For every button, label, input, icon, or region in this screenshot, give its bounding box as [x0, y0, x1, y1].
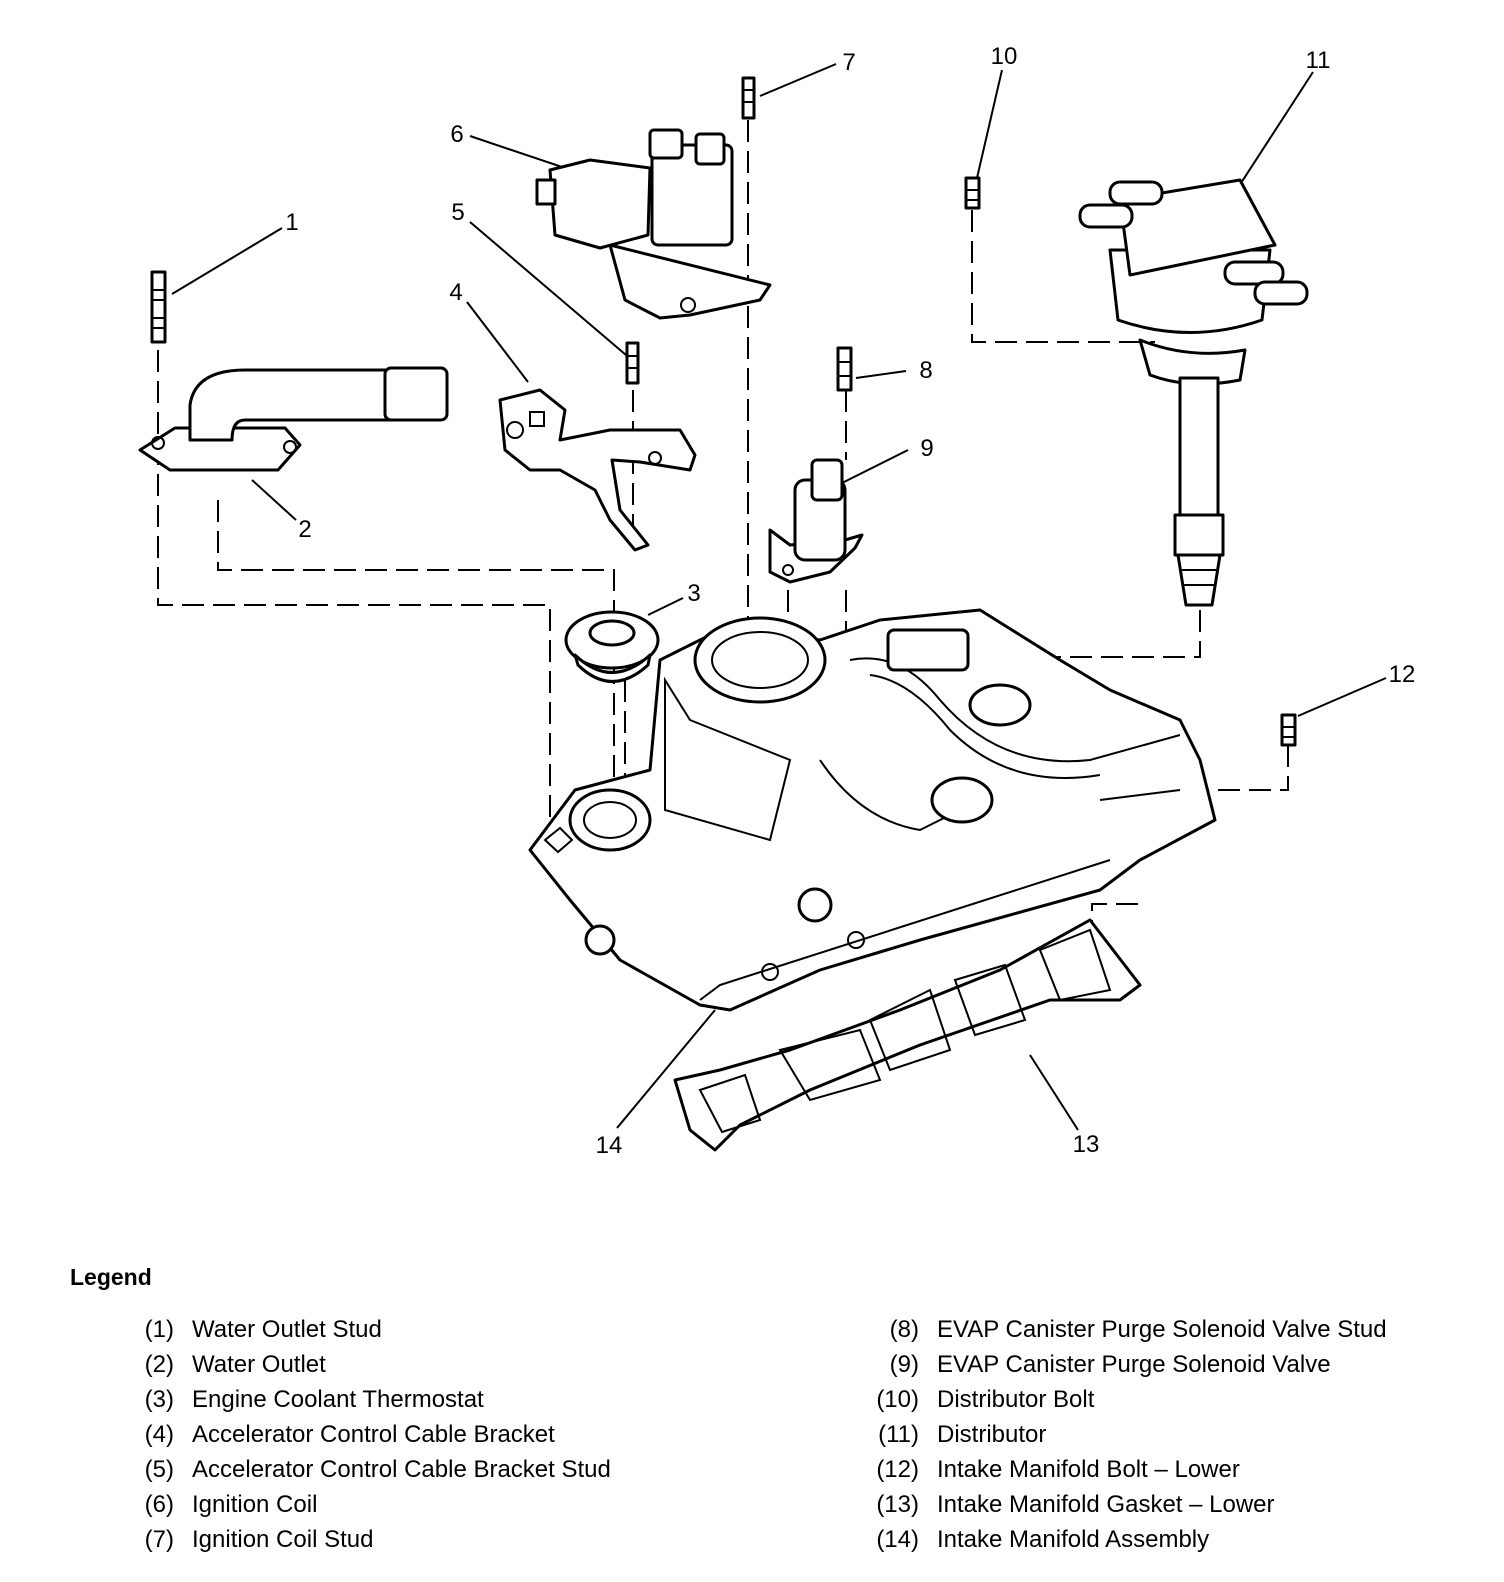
legend-item-label: Accelerator Control Cable Bracket Stud [192, 1456, 611, 1483]
legend-item-number: (3) [144, 1386, 174, 1413]
legend-item-label: Distributor [937, 1421, 1047, 1448]
legend-item-number: (8) [889, 1316, 919, 1343]
legend-item: (10) Distributor Bolt [876, 1382, 1387, 1417]
legend-item-label: Ignition Coil Stud [192, 1526, 374, 1553]
legend-item-number: (1) [144, 1316, 174, 1343]
legend-item: (9) EVAP Canister Purge Solenoid Valve [890, 1347, 1387, 1382]
legend-item: (12) Intake Manifold Bolt – Lower [876, 1452, 1387, 1487]
callout-12: 12 [1389, 661, 1416, 688]
legend-item-number: (7) [144, 1526, 174, 1553]
legend-item: (6) Ignition Coil [145, 1487, 611, 1522]
legend-item-label: Intake Manifold Gasket – Lower [937, 1491, 1275, 1518]
callout-8: 8 [919, 357, 932, 384]
legend-item-number: (12) [876, 1456, 919, 1483]
legend-item-number: (14) [876, 1526, 919, 1553]
legend-item-number: (2) [144, 1351, 174, 1378]
legend-item-number: (4) [144, 1421, 174, 1448]
legend-item-label: Water Outlet Stud [192, 1316, 382, 1343]
legend-item-number: (11) [878, 1421, 919, 1448]
legend-item-number: (5) [144, 1456, 174, 1483]
water-outlet-2 [138, 366, 449, 472]
distributor-bolt-10 [964, 176, 981, 210]
callout-11: 11 [1306, 47, 1331, 74]
callout-4: 4 [449, 279, 462, 306]
legend-item-label: Water Outlet [192, 1351, 326, 1378]
callout-9: 9 [920, 435, 933, 462]
legend-item: (7) Ignition Coil Stud [145, 1522, 611, 1557]
legend-item-label: Intake Manifold Bolt – Lower [937, 1456, 1240, 1483]
legend-item: (5) Accelerator Control Cable Bracket Stu… [145, 1452, 611, 1487]
legend-item: (13) Intake Manifold Gasket – Lower [876, 1487, 1387, 1522]
callout-5: 5 [451, 199, 464, 226]
evap-solenoid-valve-stud-8 [836, 346, 853, 392]
intake-manifold-gasket-lower-13 [673, 918, 1142, 1152]
legend-item-number: (9) [889, 1351, 919, 1378]
distributor-11 [1078, 178, 1309, 607]
callout-2: 2 [298, 516, 311, 543]
evap-solenoid-valve-9 [768, 458, 864, 584]
legend-item-number: (6) [144, 1491, 174, 1518]
legend-item-label: Intake Manifold Assembly [937, 1526, 1210, 1553]
callout-10: 10 [991, 43, 1018, 70]
legend-item-label: EVAP Canister Purge Solenoid Valve Stud [937, 1316, 1387, 1343]
legend-item-label: EVAP Canister Purge Solenoid Valve [937, 1351, 1331, 1378]
callout-13: 13 [1073, 1131, 1100, 1158]
legend-item-number: (13) [876, 1491, 919, 1518]
legend-item-label: Distributor Bolt [937, 1386, 1095, 1413]
legend-item: (1) Water Outlet Stud [145, 1312, 611, 1347]
callout-6: 6 [450, 121, 463, 148]
callout-labels: 1 2 3 4 5 6 7 8 9 10 11 12 13 14 [285, 43, 1415, 1159]
legend-item: (11) Distributor [878, 1417, 1387, 1452]
callout-1: 1 [285, 209, 298, 236]
legend-item: (4) Accelerator Control Cable Bracket [145, 1417, 611, 1452]
intake-manifold-assembly-14 [528, 608, 1217, 1012]
legend-item: (3) Engine Coolant Thermostat [145, 1382, 611, 1417]
callout-7: 7 [842, 49, 855, 76]
legend-item: (8) EVAP Canister Purge Solenoid Valve St… [890, 1312, 1387, 1347]
ignition-coil-stud-7 [741, 76, 756, 120]
callout-14: 14 [596, 1132, 623, 1159]
legend-item: (14) Intake Manifold Assembly [876, 1522, 1387, 1557]
exploded-parts-diagram: 1 2 3 4 5 6 7 8 9 10 11 12 13 14 [138, 43, 1415, 1159]
leader-lines [171, 63, 1387, 1131]
engine-coolant-thermostat-3 [564, 610, 660, 683]
legend-item-label: Ignition Coil [192, 1491, 318, 1518]
ignition-coil-6 [535, 128, 772, 320]
legend-item-number: (10) [876, 1386, 919, 1413]
accelerator-control-cable-bracket-stud-5 [625, 341, 640, 385]
intake-manifold-bolt-lower-12 [1280, 713, 1297, 747]
callout-3: 3 [687, 580, 700, 607]
legend-column-right: (8) EVAP Canister Purge Solenoid Valve St… [876, 1312, 1387, 1557]
legend-item-label: Accelerator Control Cable Bracket [192, 1421, 555, 1448]
accelerator-control-cable-bracket-4 [498, 388, 697, 552]
legend-item-label: Engine Coolant Thermostat [192, 1386, 484, 1413]
water-outlet-stud-1 [150, 270, 167, 344]
legend-item: (2) Water Outlet [145, 1347, 611, 1382]
legend-title: Legend [70, 1264, 152, 1290]
legend-column-left: (1) Water Outlet Stud (2) Water Outlet (3)… [145, 1312, 611, 1557]
